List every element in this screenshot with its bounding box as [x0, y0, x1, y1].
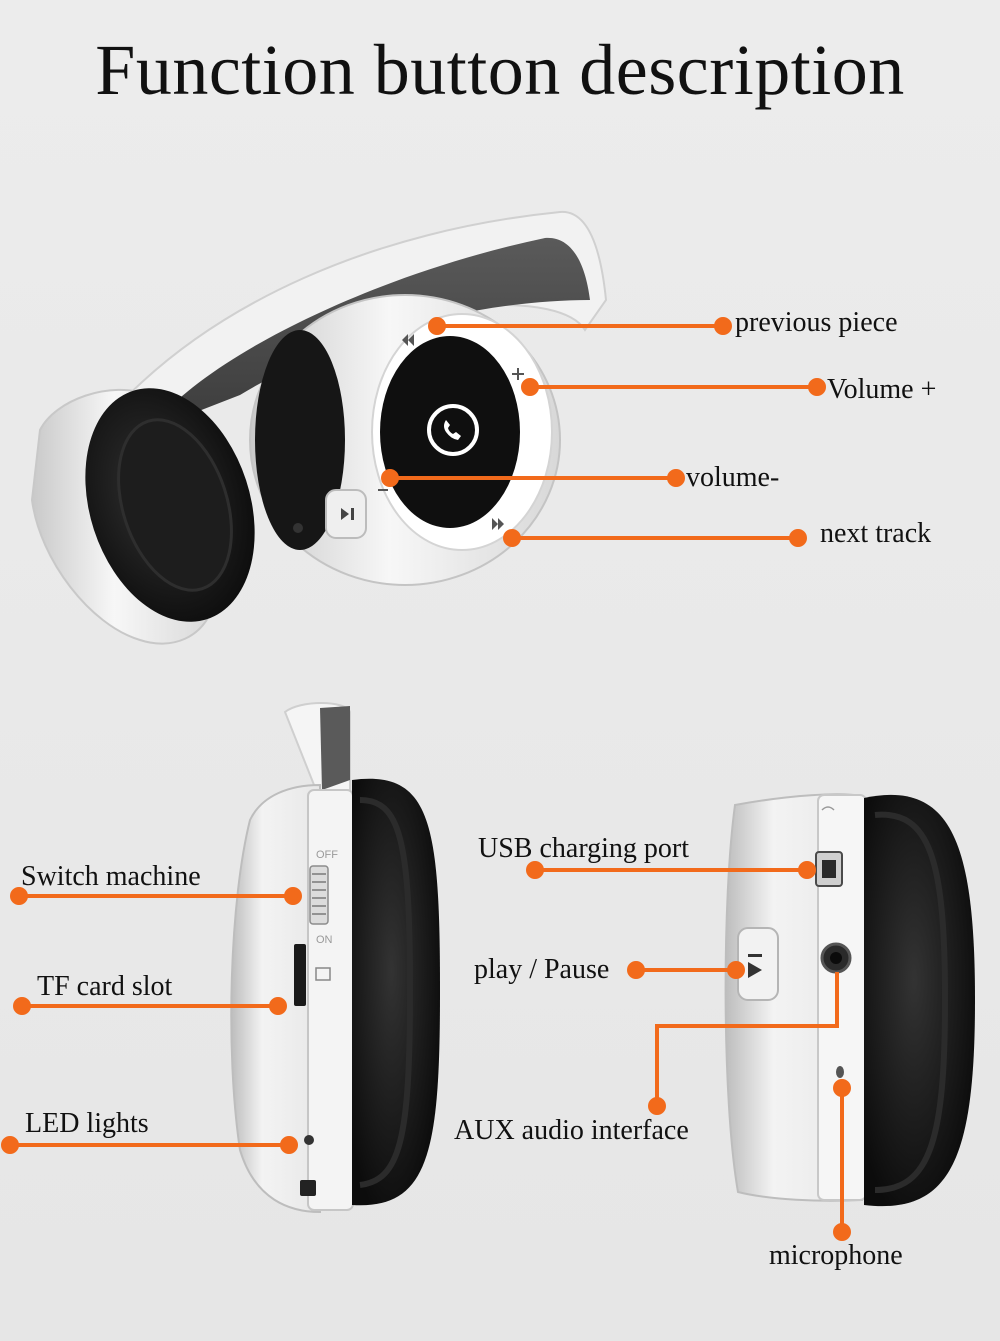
switch-on-mark: ON: [316, 934, 333, 946]
callout-lines: [1, 317, 851, 1241]
previous-icon[interactable]: [402, 334, 414, 346]
power-switch[interactable]: [309, 865, 329, 925]
label-switch-machine: Switch machine: [21, 861, 201, 892]
headphone-left-side-view: [230, 702, 440, 1214]
page-title: Function button description: [95, 30, 905, 110]
label-previous-piece: previous piece: [735, 307, 898, 338]
play-pause-button-top[interactable]: [325, 489, 367, 539]
headphone-top-view: [30, 210, 608, 645]
right-side-pad-seam: [874, 811, 949, 1193]
left-ear-pad-inner: [117, 418, 233, 592]
right-ear-pad-edge: [255, 330, 345, 550]
phone-icon[interactable]: [427, 404, 479, 456]
label-volume-minus: volume-: [686, 462, 780, 493]
play-pause-button[interactable]: [737, 927, 779, 1001]
label-aux-audio-interface: AUX audio interface: [454, 1115, 689, 1146]
usb-port-left[interactable]: [300, 1180, 316, 1196]
aux-jack-top: [293, 523, 303, 533]
switch-off-mark: OFF: [316, 849, 338, 861]
led-light: [304, 1135, 314, 1145]
plus-icon[interactable]: [512, 368, 524, 380]
left-side-pad-seam: [359, 797, 414, 1188]
label-tf-card-slot: TF card slot: [37, 971, 173, 1002]
label-volume-plus: Volume +: [827, 374, 937, 405]
right-side-ear-pad: [864, 794, 975, 1207]
label-next-track: next track: [820, 518, 932, 549]
headphone-right-side-view: [724, 793, 975, 1207]
left-side-ear-pad: [352, 778, 440, 1206]
tf-card-icon: [315, 967, 331, 981]
label-led-lights: LED lights: [25, 1108, 149, 1139]
microphone-hole: [836, 1066, 844, 1078]
tf-card-slot[interactable]: [294, 944, 306, 1006]
label-microphone: microphone: [769, 1240, 903, 1271]
next-icon[interactable]: [492, 518, 504, 530]
label-play-pause: play / Pause: [474, 954, 610, 985]
left-side-headband-grey: [320, 706, 350, 790]
label-usb-charging-port: USB charging port: [478, 833, 690, 864]
